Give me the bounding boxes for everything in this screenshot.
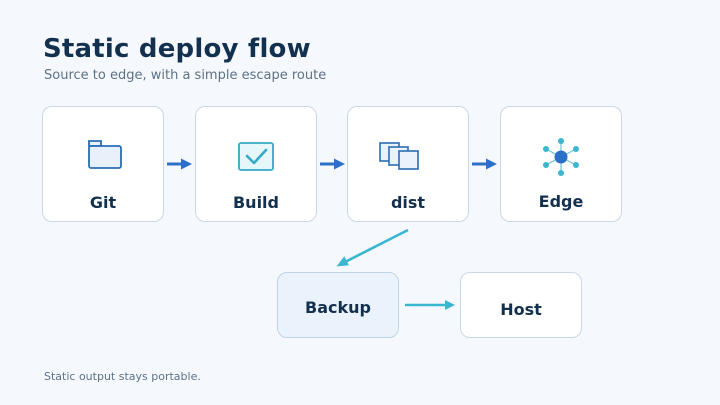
network-hub-icon: [543, 138, 579, 176]
folder-icon: [88, 140, 122, 169]
node-backup: Backup: [277, 272, 399, 338]
node-edge-label: Edge: [538, 192, 584, 211]
node-edge: Edge: [500, 106, 622, 222]
node-dist: dist: [347, 106, 469, 222]
page-subtitle: Source to edge, with a simple escape rou…: [44, 68, 327, 83]
node-backup-label: Backup: [305, 298, 371, 317]
arrow-git-to-build: [167, 158, 192, 170]
arrow-dist-to-backup: [336, 228, 409, 267]
page-title: Static deploy flow: [43, 34, 311, 64]
arrow-dist-to-edge: [472, 158, 497, 170]
node-build: Build: [195, 106, 317, 222]
arrow-backup-to-host: [405, 300, 455, 310]
node-build-label: Build: [232, 193, 279, 212]
arrow-build-to-dist: [320, 158, 345, 170]
node-host: Host: [460, 272, 582, 338]
node-git: Git: [42, 106, 164, 222]
node-git-label: Git: [89, 193, 117, 212]
node-host-label: Host: [500, 300, 542, 319]
node-dist-label: dist: [390, 193, 426, 212]
copies-icon: [379, 142, 419, 170]
checkbox-icon: [238, 142, 274, 171]
footer-note: Static output stays portable.: [44, 370, 201, 383]
